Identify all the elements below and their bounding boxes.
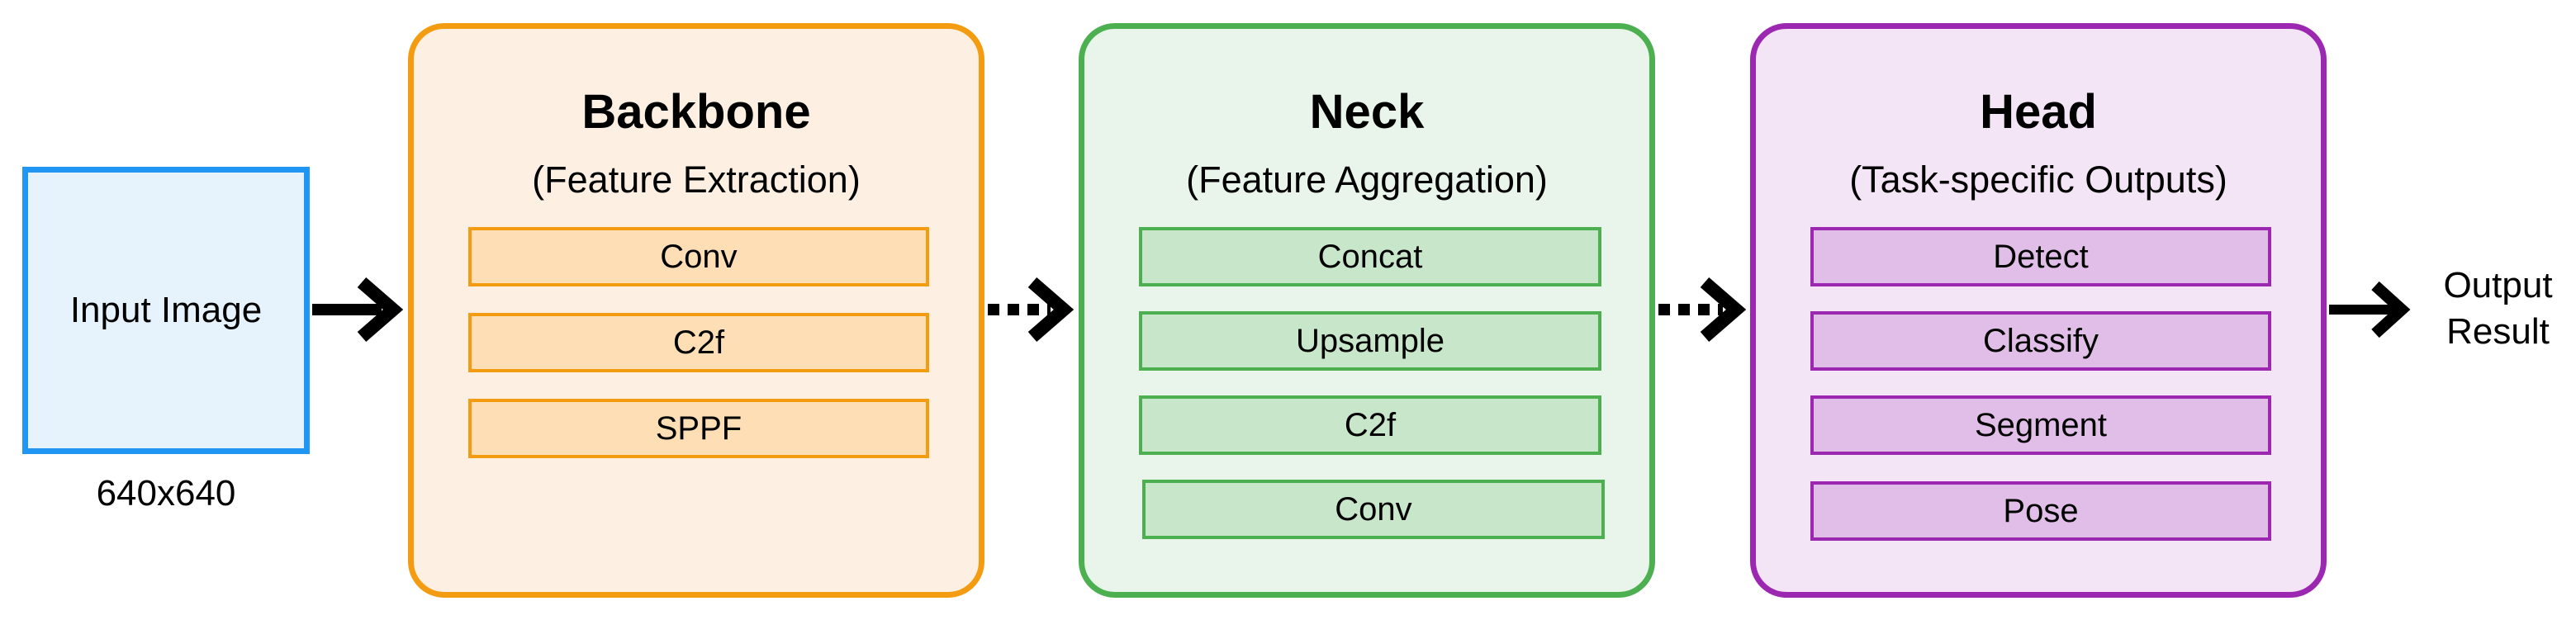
arrow-neck-to-head (1658, 277, 1747, 343)
backbone-subtitle: (Feature Extraction) (532, 159, 861, 201)
neck-stage: Neck (Feature Aggregation) Concat Upsamp… (1079, 23, 1655, 598)
input-image-box: Input Image (22, 167, 310, 454)
head-stage: Head (Task-specific Outputs) Detect Clas… (1750, 23, 2327, 598)
output-result-label: Output Result (2420, 263, 2576, 355)
neck-title: Neck (1309, 85, 1425, 139)
head-block-segment: Segment (1810, 395, 2271, 455)
head-title: Head (1980, 85, 2097, 139)
input-image-label: Input Image (69, 290, 263, 330)
input-size-label: 640x640 (96, 473, 236, 514)
neck-block-upsample: Upsample (1139, 311, 1601, 371)
head-block-pose: Pose (1810, 481, 2271, 541)
head-block-classify: Classify (1810, 311, 2271, 371)
output-label-line1: Output (2443, 265, 2553, 305)
backbone-title: Backbone (581, 85, 811, 139)
backbone-block-c2f: C2f (468, 313, 929, 372)
neck-block-c2f: C2f (1139, 395, 1601, 455)
backbone-stage: Backbone (Feature Extraction) Conv C2f S… (408, 23, 984, 598)
head-block-detect: Detect (1810, 227, 2271, 286)
head-subtitle: (Task-specific Outputs) (1849, 159, 2227, 201)
neck-block-conv: Conv (1142, 480, 1605, 539)
neck-block-concat: Concat (1139, 227, 1601, 286)
arrow-input-to-backbone (312, 277, 404, 343)
backbone-block-sppf: SPPF (468, 399, 929, 458)
arrow-head-to-output (2329, 281, 2411, 338)
backbone-block-conv: Conv (468, 227, 929, 286)
output-label-line2: Result (2446, 311, 2550, 352)
arrow-backbone-to-neck (988, 277, 1075, 343)
neck-subtitle: (Feature Aggregation) (1186, 159, 1548, 201)
